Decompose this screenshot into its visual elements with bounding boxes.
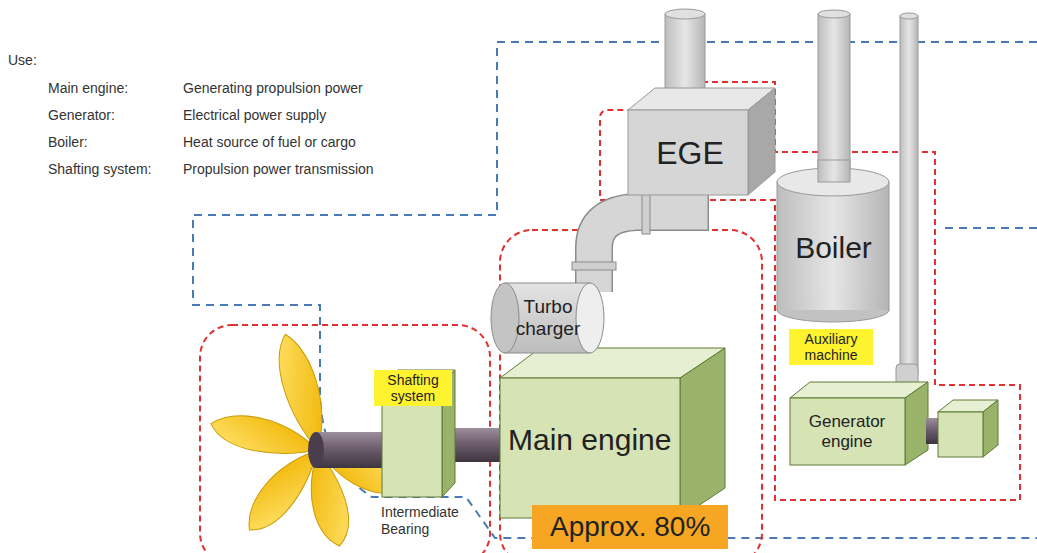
- generator-stack: [900, 16, 918, 374]
- main-engine-region: [500, 230, 762, 553]
- component-name: Turbo charger: [508, 296, 588, 340]
- component-box: EGE: [654, 135, 726, 172]
- alternator-front: [938, 412, 983, 457]
- generator-top: [790, 382, 928, 398]
- boiler-body: [777, 182, 889, 310]
- description-text: Generator:: [48, 107, 115, 124]
- description-text: Electrical power supply: [183, 107, 326, 124]
- component-box: Main engine: [508, 423, 671, 458]
- component-box: Boiler: [793, 231, 874, 266]
- component-box: Approx. 80%: [532, 505, 728, 549]
- component-name: Generator engine: [797, 412, 897, 451]
- generator-front: [790, 398, 905, 465]
- description-text: Main engine:: [48, 80, 128, 97]
- exhaust-pipe: [594, 192, 690, 292]
- boiler-stack: [818, 14, 850, 184]
- description-text: Use:: [8, 52, 37, 69]
- pipe-flange: [642, 194, 650, 234]
- intermediate-shaft: [450, 428, 502, 462]
- ege-front: [628, 110, 748, 195]
- ege-stack: [665, 14, 705, 98]
- turbo-body: [505, 283, 590, 353]
- generator-stack-top: [900, 13, 918, 19]
- component-name: Shafting system: [377, 372, 449, 404]
- alternator-side: [983, 400, 998, 457]
- ege-side: [748, 88, 775, 195]
- shaft-hub: [308, 432, 324, 468]
- component-name: Auxiliary machine: [792, 331, 870, 363]
- propeller-shaft: [315, 432, 385, 468]
- ege-stack-top: [665, 9, 705, 19]
- description-text: Intermediate Bearing: [381, 504, 463, 538]
- generator-side: [905, 382, 928, 465]
- shafting-region: [200, 325, 490, 553]
- blue-boundary: [945, 227, 1037, 229]
- component-name: Boiler: [793, 231, 874, 266]
- boiler-body: [778, 290, 888, 310]
- component-box: Generator engine: [797, 412, 897, 451]
- description-text: Heat source of fuel or cargo: [183, 134, 356, 151]
- boiler-stack-top: [818, 10, 850, 18]
- component-box: Turbo charger: [508, 296, 588, 340]
- description-text: Shafting system:: [48, 161, 152, 178]
- component-name: Main engine: [508, 423, 671, 458]
- exhaust-pipe-outline: [594, 192, 690, 292]
- component-box: Shafting system: [374, 370, 452, 406]
- engine-front: [500, 378, 680, 518]
- component-name: Approx. 80%: [550, 511, 710, 543]
- component-name: EGE: [654, 135, 726, 172]
- component-box: Auxiliary machine: [789, 329, 873, 365]
- pipe-flange: [572, 262, 616, 270]
- description-text: Propulsion power transmission: [183, 161, 374, 178]
- description-text: Boiler:: [48, 134, 88, 151]
- engine-side: [680, 348, 725, 518]
- turbo-end: [491, 283, 519, 353]
- boiler-stack: [818, 160, 850, 182]
- description-text: Generating propulsion power: [183, 80, 363, 97]
